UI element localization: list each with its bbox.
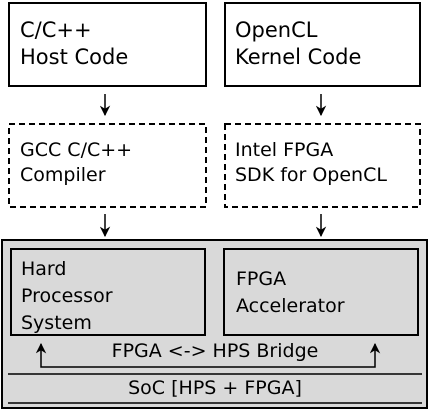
hps-line1: Hard: [21, 258, 67, 280]
hps-box: [10, 248, 206, 336]
host-code-box: [8, 2, 207, 87]
host-code-label: C/C++ Host Code: [20, 17, 128, 71]
hps-line3: System: [21, 312, 92, 334]
hps-line2: Processor: [21, 285, 113, 307]
gcc-compiler-box: [8, 123, 207, 208]
gcc-compiler-label: GCC C/C++ Compiler: [20, 138, 132, 188]
soc-label: SoC [HPS + FPGA]: [128, 377, 302, 399]
bridge-connector: [35, 342, 381, 368]
gcc-compiler-line1: GCC C/C++: [20, 139, 133, 161]
fpga-accelerator-line2: Accelerator: [236, 295, 345, 317]
intel-sdk-label: Intel FPGA SDK for OpenCL: [235, 138, 387, 188]
kernel-code-line1: OpenCL: [235, 18, 318, 42]
gcc-compiler-line2: Compiler: [20, 164, 106, 186]
kernel-code-line2: Kernel Code: [235, 45, 362, 69]
host-code-line2: Host Code: [20, 45, 129, 69]
kernel-code-box: [224, 2, 421, 87]
bridge-label: FPGA <-> HPS Bridge: [111, 340, 319, 362]
fpga-accelerator-label: FPGA Accelerator: [236, 266, 345, 320]
intel-sdk-box: [224, 123, 421, 208]
hps-label: Hard Processor System: [21, 256, 113, 337]
intel-sdk-line1: Intel FPGA: [235, 139, 334, 161]
intel-sdk-line2: SDK for OpenCL: [235, 164, 387, 186]
kernel-code-label: OpenCL Kernel Code: [235, 17, 361, 71]
fpga-accelerator-line1: FPGA: [236, 268, 287, 290]
host-code-line1: C/C++: [20, 18, 92, 42]
fpga-accelerator-box: [223, 248, 419, 336]
